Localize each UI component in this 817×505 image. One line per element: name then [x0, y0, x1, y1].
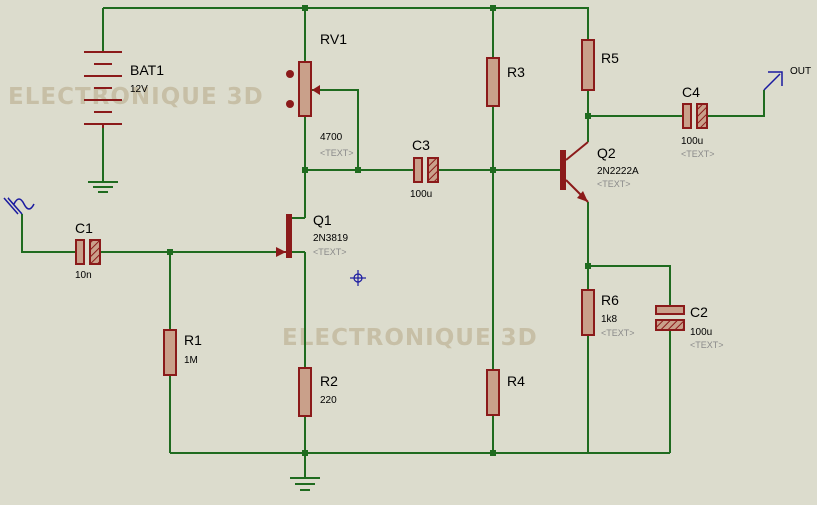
c2-ref: C2: [690, 304, 708, 320]
rv1-value: 4700: [320, 132, 343, 143]
q1-text: <TEXT>: [313, 247, 347, 257]
c3-capacitor: [413, 157, 439, 183]
ground-icon: [290, 477, 320, 491]
q2-value: 2N2222A: [597, 166, 639, 177]
r3-resistor: [486, 57, 500, 107]
r1-ref: R1: [184, 332, 202, 348]
sine-source-icon: [3, 197, 35, 215]
r6-text: <TEXT>: [601, 328, 635, 338]
c1-value: 10n: [75, 270, 92, 281]
r5-resistor: [581, 39, 595, 91]
q2-transistor: [560, 141, 589, 203]
watermark-center: ELECTRONIQUE 3D: [282, 325, 538, 351]
wires: [21, 7, 765, 478]
q2-text: <TEXT>: [597, 179, 631, 189]
c4-value: 100u: [681, 136, 703, 147]
r4-resistor: [486, 369, 500, 416]
output-terminal-icon: [763, 71, 783, 91]
c1-ref: C1: [75, 220, 93, 236]
r4-ref: R4: [507, 373, 525, 389]
rv1-potentiometer: [286, 61, 320, 117]
c2-text: <TEXT>: [690, 340, 724, 350]
r3-ref: R3: [507, 64, 525, 80]
q1-ref: Q1: [313, 212, 332, 228]
c4-capacitor: [682, 103, 708, 129]
crosshair-icon[interactable]: [350, 270, 366, 286]
junctions: [167, 5, 591, 456]
output-label: OUT: [790, 66, 811, 77]
bat1-value: 12V: [130, 84, 148, 95]
r2-ref: R2: [320, 373, 338, 389]
r1-value: 1M: [184, 355, 198, 366]
c1-capacitor: [75, 239, 101, 265]
battery-icon: [84, 51, 122, 128]
q1-value: 2N3819: [313, 233, 348, 244]
c4-text: <TEXT>: [681, 149, 715, 159]
r6-resistor: [581, 289, 595, 336]
r2-resistor: [298, 367, 312, 417]
rv1-ref: RV1: [320, 31, 347, 47]
r1-resistor: [163, 329, 177, 376]
r2-value: 220: [320, 395, 337, 406]
bat1-ref: BAT1: [130, 62, 164, 78]
c3-value: 100u: [410, 189, 432, 200]
r5-ref: R5: [601, 50, 619, 66]
r6-ref: R6: [601, 292, 619, 308]
watermark-top: ELECTRONIQUE 3D: [8, 84, 264, 110]
rv1-text: <TEXT>: [320, 148, 354, 158]
c2-capacitor: [655, 305, 685, 331]
q1-jfet: [276, 214, 292, 258]
ground-icon: [88, 181, 118, 193]
c2-value: 100u: [690, 327, 712, 338]
c3-ref: C3: [412, 137, 430, 153]
c4-ref: C4: [682, 84, 700, 100]
r6-value: 1k8: [601, 314, 618, 325]
q2-ref: Q2: [597, 145, 616, 161]
